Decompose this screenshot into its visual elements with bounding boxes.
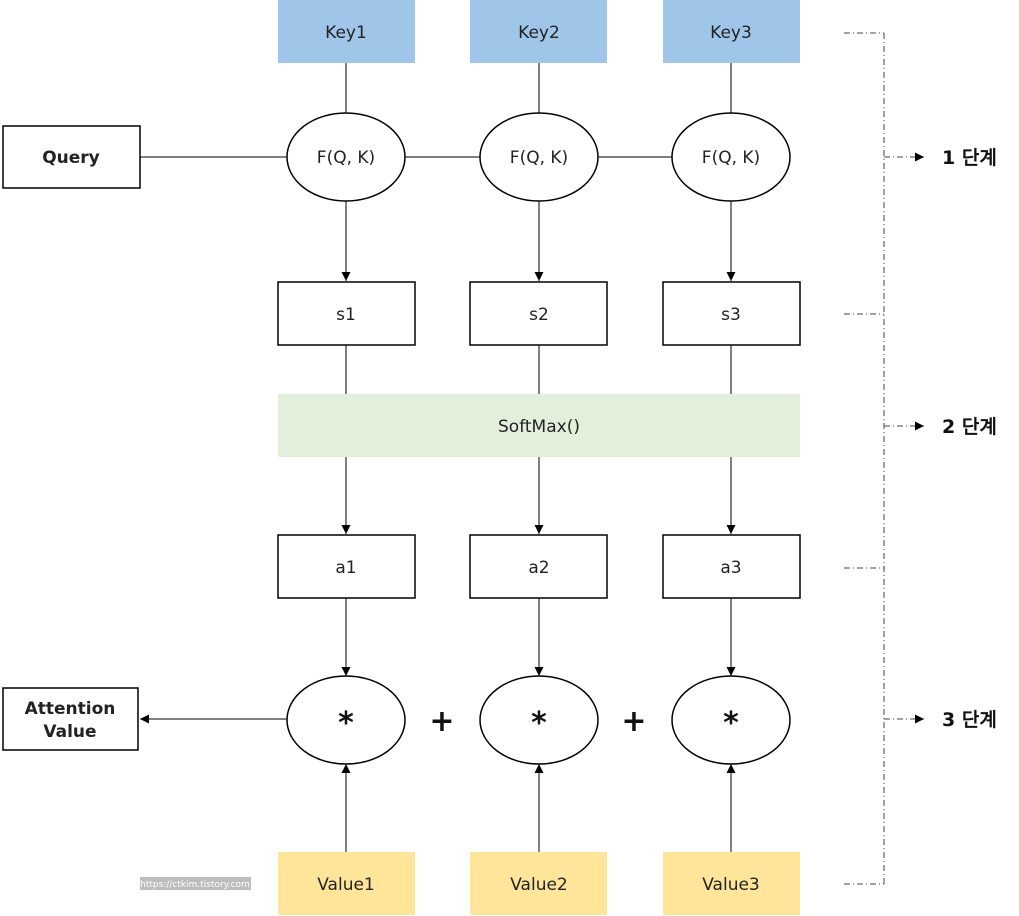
key-label: Key1	[325, 23, 367, 43]
softmax-box	[278, 394, 800, 457]
multiply-nodes: * * * + +	[286, 675, 791, 765]
value-box	[663, 852, 800, 915]
score-box	[662, 281, 801, 346]
score-function-label: F(Q, K)	[702, 148, 760, 168]
attention-value-box	[2, 687, 139, 751]
score-function-ellipse	[479, 112, 599, 202]
key-box	[663, 0, 800, 63]
score-label: s2	[529, 305, 549, 325]
score-function-label: F(Q, K)	[317, 148, 375, 168]
attention-value-node: Attention Value	[2, 687, 139, 751]
score-function-label: F(Q, K)	[510, 148, 568, 168]
key-boxes: Key1 Key2 Key3	[278, 0, 800, 63]
weight-label: a1	[335, 558, 356, 578]
watermark-background	[140, 877, 251, 890]
score-boxes: s1 s2 s3	[277, 281, 801, 346]
score-label: s3	[721, 305, 741, 325]
multiply-symbol: *	[338, 706, 354, 741]
value-box	[470, 852, 607, 915]
plus-symbol: +	[621, 704, 646, 739]
watermark: https://ctkim.tistory.com	[140, 877, 251, 890]
value-box	[278, 852, 415, 915]
multiply-symbol: *	[723, 706, 739, 741]
multiply-symbol: *	[531, 706, 547, 741]
weight-label: a3	[720, 558, 741, 578]
weight-label: a2	[528, 558, 549, 578]
weight-boxes: a1 a2 a3	[277, 534, 801, 599]
softmax-node: SoftMax()	[278, 394, 800, 457]
softmax-label: SoftMax()	[498, 417, 580, 437]
value-label: Value1	[317, 875, 375, 895]
stage-label: 2 단계	[942, 416, 997, 438]
stage-labels: 1 단계 2 단계 3 단계	[942, 147, 997, 731]
score-function-ellipse	[286, 112, 406, 202]
attention-value-label-line1: Attention	[25, 699, 116, 719]
plus-symbol: +	[429, 704, 454, 739]
score-function-nodes: F(Q, K) F(Q, K) F(Q, K)	[286, 112, 791, 202]
query-node: Query	[2, 125, 141, 189]
value-label: Value3	[702, 875, 760, 895]
score-function-ellipse	[671, 112, 791, 202]
score-box	[277, 281, 416, 346]
multiply-ellipse	[479, 675, 599, 765]
multiply-ellipse	[671, 675, 791, 765]
connectors	[140, 63, 736, 852]
query-label: Query	[42, 148, 100, 168]
value-label: Value2	[510, 875, 568, 895]
attention-value-label-line2: Value	[43, 722, 96, 742]
key-box	[470, 0, 607, 63]
weight-box	[277, 534, 416, 599]
watermark-text: https://ctkim.tistory.com	[140, 880, 250, 890]
score-label: s1	[336, 305, 356, 325]
value-boxes: Value1 Value2 Value3	[278, 852, 800, 915]
query-box	[2, 125, 141, 189]
stage-label: 3 단계	[942, 709, 997, 731]
key-label: Key2	[518, 23, 560, 43]
stage-label: 1 단계	[942, 147, 997, 169]
key-label: Key3	[710, 23, 752, 43]
multiply-ellipse	[286, 675, 406, 765]
stage-brackets	[844, 32, 924, 885]
score-box	[469, 281, 608, 346]
weight-box	[469, 534, 608, 599]
key-box	[278, 0, 415, 63]
weight-box	[662, 534, 801, 599]
